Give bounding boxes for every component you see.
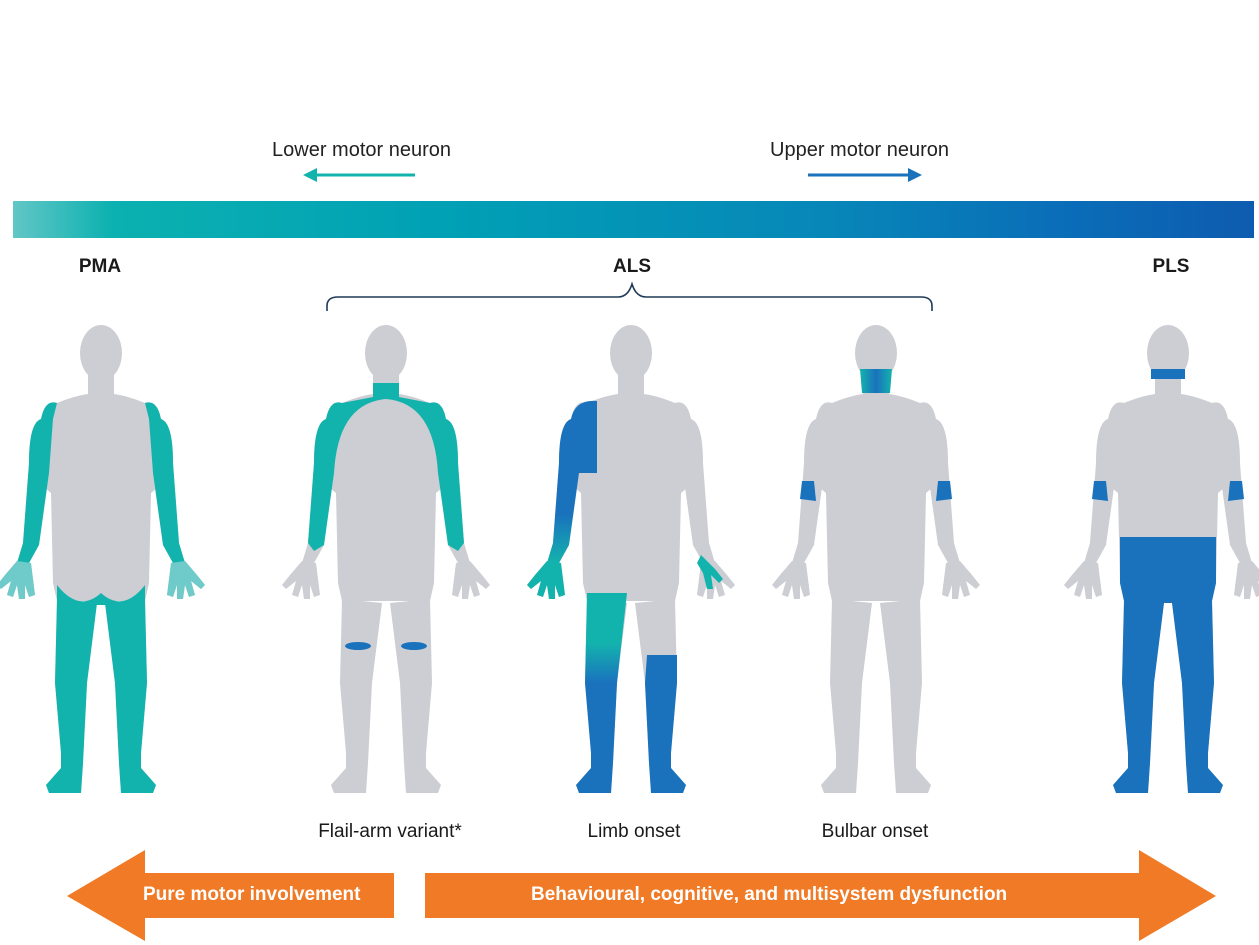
pure-motor-label: Pure motor involvement [143, 884, 361, 906]
lower-motor-neuron-arrow [303, 168, 415, 182]
figure-pma [0, 325, 205, 793]
label-bulbar-onset: Bulbar onset [755, 821, 995, 843]
als-brace [327, 284, 932, 311]
label-flail-arm: Flail-arm variant* [270, 821, 510, 843]
figure-flail-arm [282, 325, 490, 793]
figure-limb-onset [527, 325, 735, 793]
figure-pls [1064, 325, 1259, 793]
figure-bulbar-onset [772, 325, 980, 793]
multisystem-label: Behavioural, cognitive, and multisystem … [531, 884, 1007, 906]
upper-motor-neuron-arrow [808, 168, 922, 182]
label-limb-onset: Limb onset [514, 821, 754, 843]
